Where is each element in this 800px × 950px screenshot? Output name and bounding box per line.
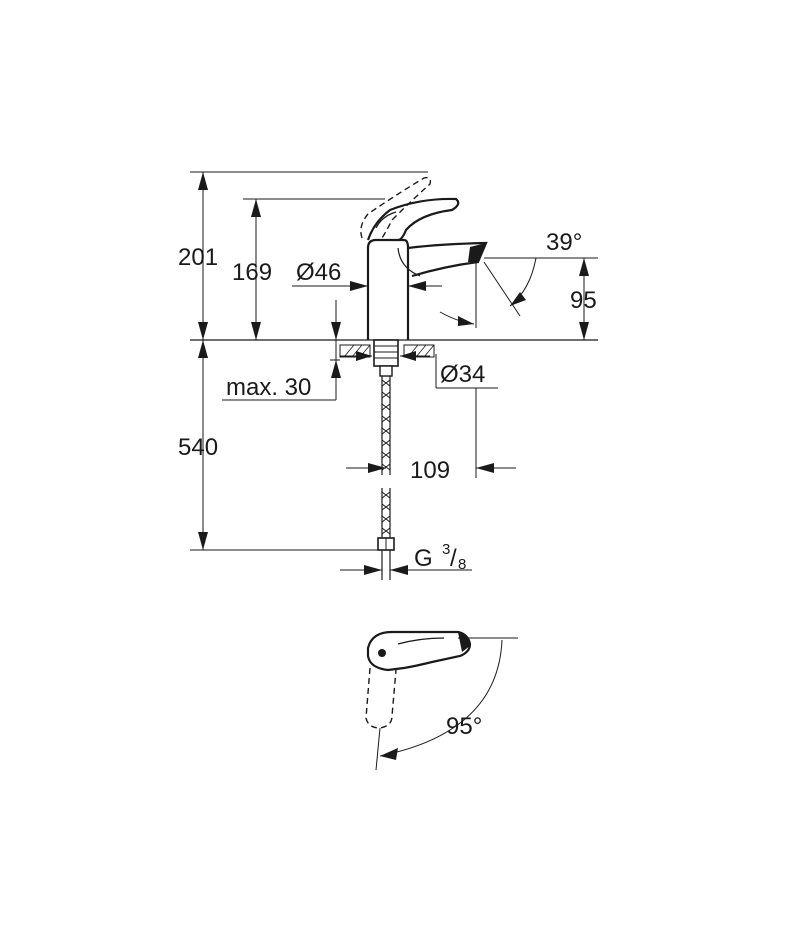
deck-section	[339, 344, 435, 358]
label-g-slash: /	[450, 545, 457, 572]
label-g-numerator: 3	[442, 541, 450, 558]
dimension-max30	[222, 300, 341, 401]
rotation-arc	[379, 639, 503, 757]
lever-highlight	[458, 632, 470, 652]
label-95: 95	[570, 287, 597, 314]
lever-bolt-dot	[378, 649, 386, 657]
label-201: 201	[178, 244, 218, 271]
label-d34: Ø34	[440, 361, 485, 388]
mounting-stud	[373, 339, 399, 377]
label-540: 540	[178, 434, 218, 461]
dimension-d46	[292, 281, 442, 291]
rotation-ref-line-2	[375, 727, 381, 771]
dimension-109	[346, 388, 516, 478]
label-g-denominator: 8	[458, 556, 466, 573]
label-max30: max. 30	[226, 374, 311, 401]
label-39-degrees: 39°	[546, 229, 582, 256]
braided-hose	[377, 376, 395, 580]
label-169: 169	[232, 259, 272, 286]
label-d46: Ø46	[296, 259, 341, 286]
dimension-540	[190, 340, 378, 551]
lever-inner-curve	[397, 637, 445, 645]
dimension-201	[198, 172, 208, 340]
lever-top-outline	[366, 630, 472, 672]
dimension-d34	[340, 351, 498, 389]
side-view: 201 169 Ø46 39° 95 max. 30 Ø34 540 109 G…	[178, 171, 598, 580]
dimension-95	[579, 258, 589, 340]
label-109: 109	[410, 457, 450, 484]
label-95-degrees: 95°	[446, 713, 482, 740]
faucet-body	[360, 176, 488, 340]
lever-rotated-dashed	[365, 667, 397, 729]
angle-39-annotation	[439, 257, 598, 328]
label-g-letter: G	[414, 545, 433, 572]
rotation-arrow-end	[380, 748, 398, 760]
dimension-169	[251, 199, 261, 340]
top-view: 95°	[365, 630, 518, 771]
dimension-g38	[340, 565, 472, 575]
